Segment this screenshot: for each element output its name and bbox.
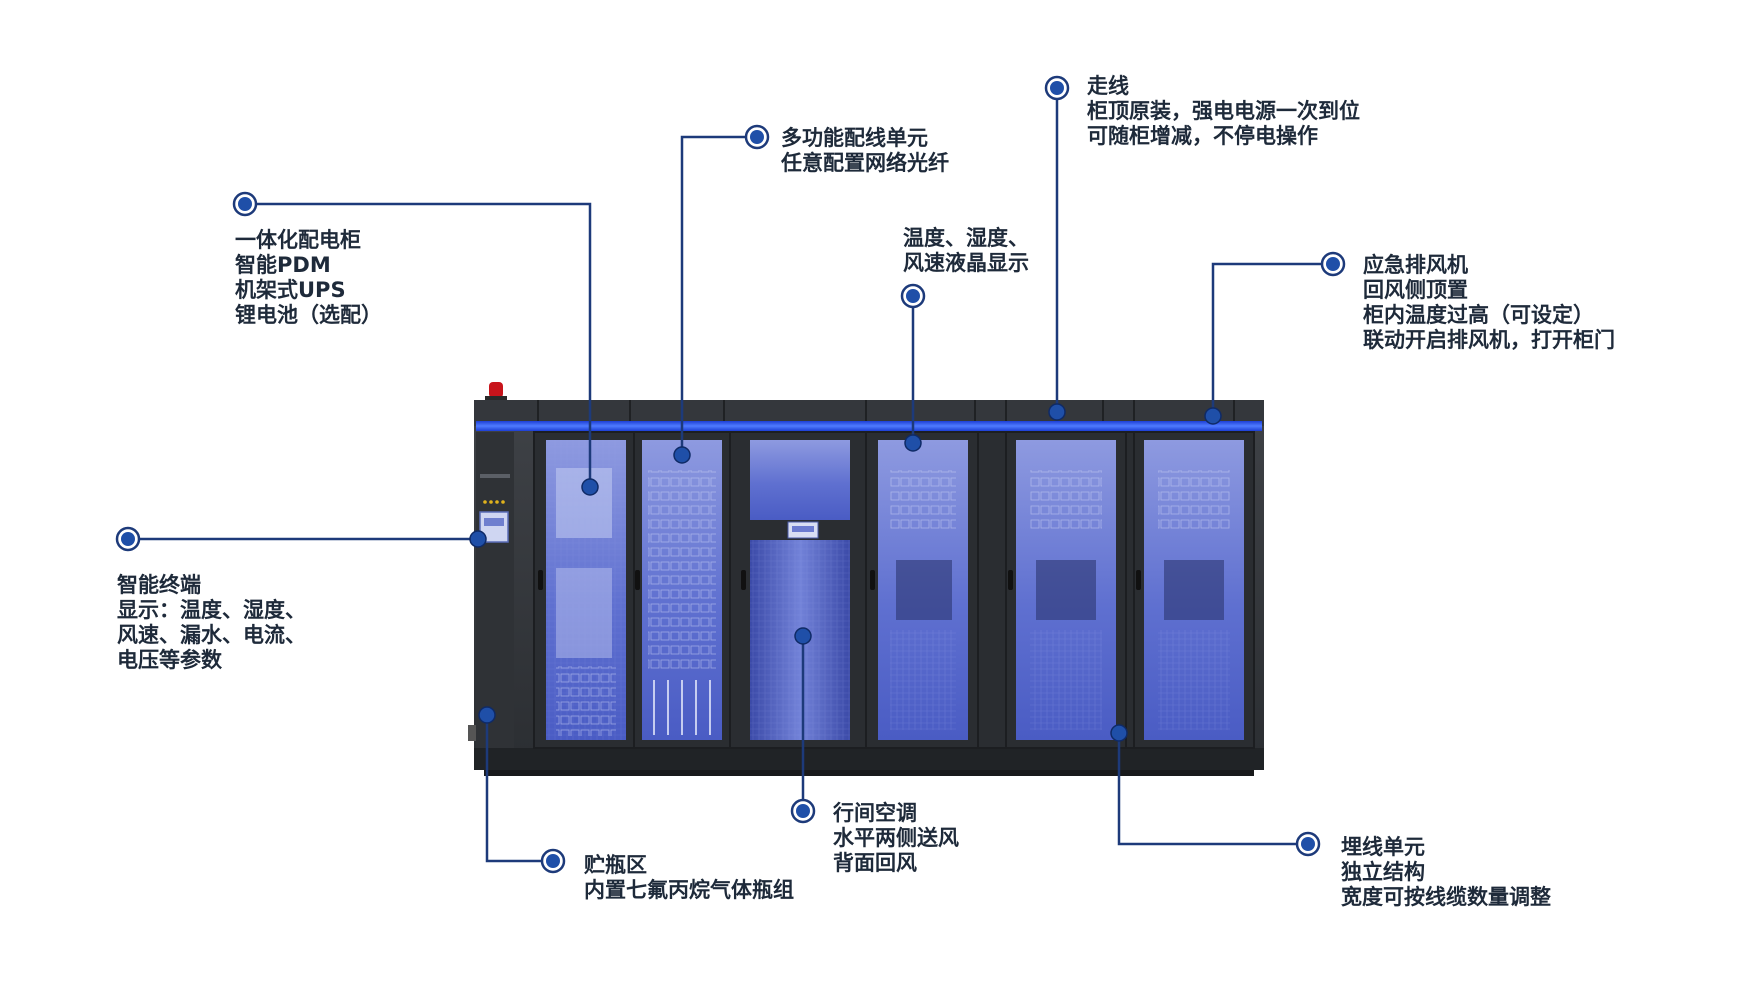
ambient-light-bar [476, 421, 1262, 431]
callout-line: 独立结构 [1341, 860, 1425, 884]
callout-exhaust-fan: 应急排风机 回风侧顶置 柜内温度过高（可设定） 联动开启排风机，打开柜门 [1363, 253, 1615, 353]
callout-line: 任意配置网络光纤 [781, 151, 949, 175]
callout-line: 内置七氟丙烷气体瓶组 [584, 878, 794, 902]
door-wiring-unit [635, 440, 722, 740]
callout-line: 智能PDM [235, 253, 331, 277]
callout-line: 水平两侧送风 [833, 826, 959, 850]
door-server-rack-1 [870, 440, 968, 740]
door-server-rack-2 [1008, 440, 1116, 740]
callout-line: 行间空调 [833, 801, 917, 825]
anchor-smart-terminal [469, 530, 487, 548]
callout-line: 应急排风机 [1363, 253, 1468, 277]
alarm-beacon [489, 382, 503, 398]
anchor-wiring-unit [673, 446, 691, 464]
callout-line: 走线 [1087, 74, 1129, 98]
callout-line: 电压等参数 [117, 648, 222, 672]
callout-line: 一体化配电柜 [235, 228, 361, 252]
anchor-bottle-zone [478, 706, 496, 724]
callout-line: 背面回风 [833, 851, 917, 875]
connector-exhaust-fan [1211, 262, 1333, 416]
callout-line: 可随柜增减，不停电操作 [1087, 124, 1318, 148]
callout-line: 回风侧顶置 [1363, 278, 1468, 302]
marker-exhaust-fan [1320, 251, 1346, 277]
door-power-cabinet [538, 440, 626, 740]
callout-wiring-unit: 多功能配线单元 任意配置网络光纤 [781, 126, 949, 176]
anchor-power-cabinet [581, 478, 599, 496]
connector-bottle-zone [485, 715, 553, 863]
callout-line: 风速、漏水、电流、 [117, 623, 306, 647]
callout-line: 温度、湿度、 [903, 226, 1029, 250]
callout-line: 宽度可按线缆数量调整 [1341, 885, 1551, 909]
anchor-cable-unit [1110, 724, 1128, 742]
connector-power-cabinet [245, 202, 592, 487]
door-inrow-ac [741, 440, 850, 740]
callout-line: 埋线单元 [1341, 835, 1425, 859]
callout-line: 贮瓶区 [584, 853, 647, 877]
callout-line: 机架式UPS [235, 278, 346, 302]
anchor-points [469, 403, 1222, 742]
callout-line: 智能终端 [117, 573, 201, 597]
callout-markers [115, 75, 1346, 874]
door-server-rack-3 [1136, 440, 1244, 740]
anchor-exhaust-fan [1204, 407, 1222, 425]
callout-inrow-ac: 行间空调 水平两侧送风 背面回风 [833, 801, 959, 876]
anchor-cabling [1048, 403, 1066, 421]
callout-power-cabinet: 一体化配电柜 智能PDM 机架式UPS 锂电池（选配） [235, 228, 382, 328]
callout-smart-terminal: 智能终端 显示：温度、湿度、 风速、漏水、电流、 电压等参数 [117, 573, 306, 673]
callout-line: 风速液晶显示 [903, 251, 1029, 275]
control-panel [476, 432, 514, 748]
marker-lcd-display [900, 283, 926, 309]
callout-line: 联动开启排风机，打开柜门 [1363, 328, 1615, 352]
anchor-inrow-ac [794, 627, 812, 645]
marker-cabling [1044, 75, 1070, 101]
callout-line: 锂电池（选配） [235, 303, 382, 327]
marker-cable-unit [1295, 831, 1321, 857]
marker-bottle-zone [540, 848, 566, 874]
callout-line: 显示：温度、湿度、 [117, 598, 306, 622]
marker-power-cabinet [232, 191, 258, 217]
connector-lines [128, 88, 1333, 863]
callout-line: 多功能配线单元 [781, 126, 928, 150]
callout-cable-unit: 埋线单元 独立结构 宽度可按线缆数量调整 [1341, 835, 1551, 910]
callout-cabling: 走线 柜顶原装，强电电源一次到位 可随柜增减，不停电操作 [1087, 74, 1360, 149]
callout-line: 柜顶原装，强电电源一次到位 [1087, 99, 1360, 123]
callout-bottle-zone: 贮瓶区 内置七氟丙烷气体瓶组 [584, 853, 794, 903]
connector-cable-unit [1117, 733, 1308, 846]
callout-lcd-display: 温度、湿度、 风速液晶显示 [903, 226, 1029, 276]
marker-inrow-ac [790, 798, 816, 824]
marker-wiring-unit [744, 124, 770, 150]
cabinet-row [468, 382, 1264, 776]
anchor-lcd-display [904, 434, 922, 452]
marker-smart-terminal [115, 526, 141, 552]
connector-wiring-unit [680, 135, 757, 455]
callout-line: 柜内温度过高（可设定） [1363, 303, 1594, 327]
